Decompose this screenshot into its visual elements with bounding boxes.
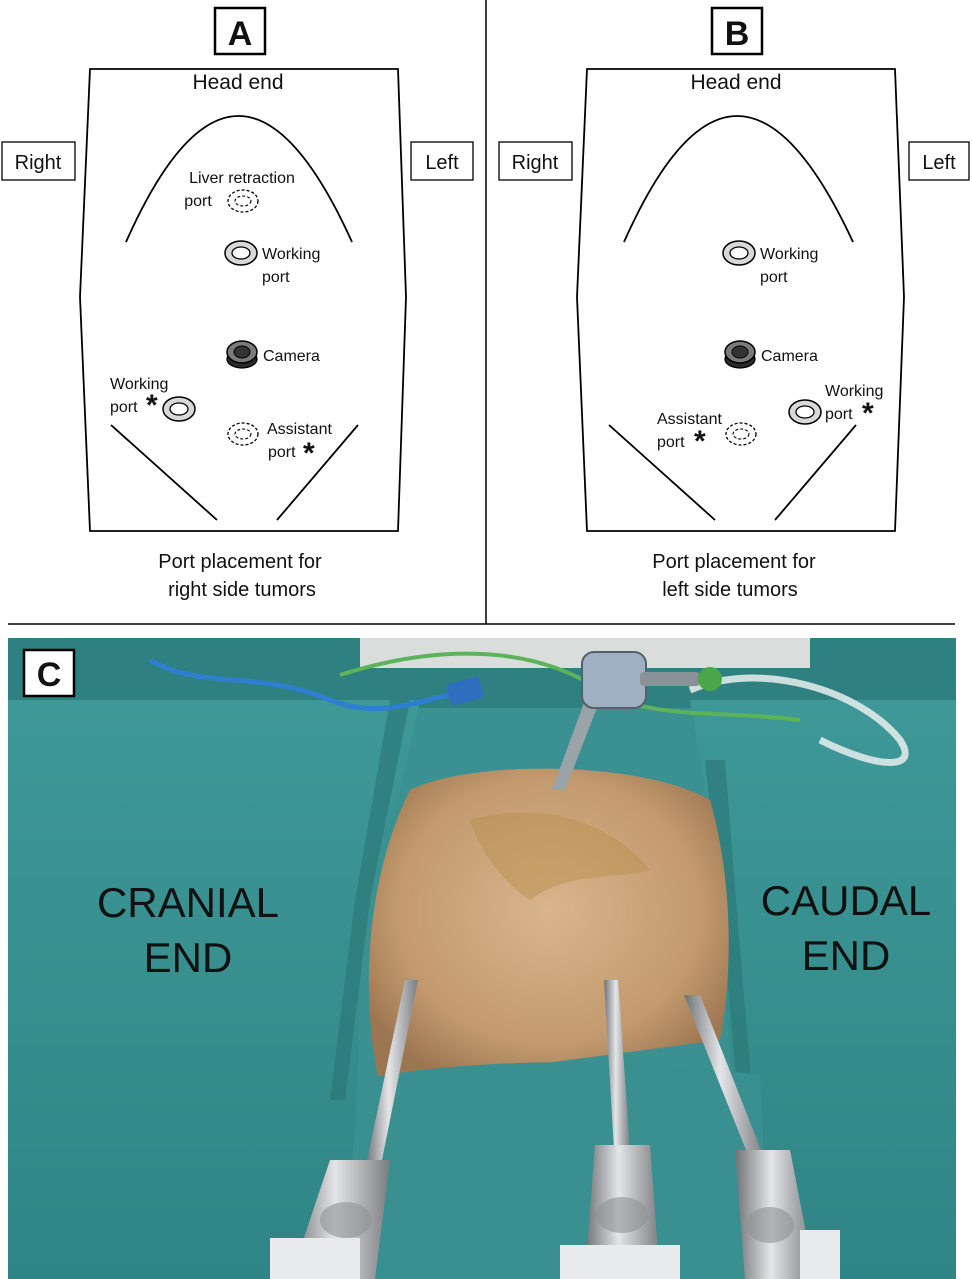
panel-a-liver-label-1: Liver retraction	[189, 170, 295, 187]
panel-a-assistant-label-1: Assistant	[267, 421, 332, 438]
blue-cable	[148, 657, 471, 712]
clear-tubing	[688, 674, 909, 766]
panel-b-working-top-label-1: Working	[760, 246, 818, 263]
panel-b-caption-1: Port placement for	[652, 551, 816, 573]
panel-b-working-port-top-icon	[722, 240, 756, 266]
cranial-label-2: END	[144, 934, 233, 981]
panel-a-working-low-label-2: port	[110, 399, 138, 416]
panel-a-working-port-low-icon	[162, 396, 196, 422]
panel-a-assistant-port-icon	[227, 422, 259, 446]
panel-b-inguinal-line-right	[608, 424, 716, 521]
panel-a-liver-port-icon	[227, 189, 259, 213]
top-port-valve	[640, 672, 700, 686]
panel-b-left-label: Left	[922, 152, 956, 174]
panel-b-caption-2: left side tumors	[662, 579, 798, 601]
panel-b-working-low-label-1: Working	[825, 383, 883, 400]
trocar-2	[560, 980, 680, 1279]
panel-a-inguinal-line-right	[110, 424, 218, 521]
panel-b-inguinal-line-left	[774, 424, 857, 521]
panel-a-costal-margin	[125, 115, 353, 243]
panel-b-assistant-label-2: port	[657, 434, 685, 451]
panel-a-body-outline	[79, 68, 407, 532]
panel-a-working-low-label-1: Working	[110, 376, 168, 393]
panel-a-letter-box	[213, 6, 267, 56]
top-port-shaft	[552, 700, 600, 790]
trocar-1	[270, 980, 418, 1279]
panel-b-working-low-label-2: port	[825, 406, 853, 423]
panel-b-letter-box	[710, 6, 764, 56]
left-drape	[8, 700, 420, 1279]
panel-a-letter: A	[228, 15, 253, 53]
panel-b-body-outline	[576, 68, 905, 532]
panel-a-right-label: Right	[15, 152, 62, 174]
lower-drape	[340, 1062, 770, 1279]
left-drape-fold	[330, 700, 410, 1100]
panel-c-photo: C CRANIAL END CAUDAL END	[8, 638, 956, 1279]
panel-b-costal-margin	[623, 115, 854, 243]
panel-b-camera-label: Camera	[761, 348, 818, 365]
panel-b-assistant-label-1: Assistant	[657, 411, 722, 428]
panel-a-working-low-star: *	[146, 389, 158, 422]
iodine-stain	[470, 812, 650, 900]
panel-a-camera-port-icon	[226, 340, 258, 369]
panel-a-caption-2: right side tumors	[168, 579, 316, 601]
panel-a-assistant-star: *	[303, 437, 315, 470]
cranial-label-1: CRANIAL	[97, 879, 279, 926]
panel-b-camera-port-icon	[724, 340, 756, 369]
top-port-green-cap	[698, 667, 722, 691]
panel-a-left-box	[410, 141, 474, 181]
panel-b-working-port-low-icon	[788, 399, 822, 425]
panel-a-left-label: Left	[425, 152, 459, 174]
panel-a-caption-1: Port placement for	[158, 551, 322, 573]
panel-a-assistant-label-2: port	[268, 444, 296, 461]
panel-c-letter: C	[37, 656, 62, 694]
panel-b-assistant-star: *	[694, 425, 706, 458]
caudal-label-1: CAUDAL	[761, 877, 931, 924]
panel-b-right-box	[498, 141, 573, 181]
exposed-abdomen	[368, 768, 729, 1085]
panel-a-working-top-label-2: port	[262, 269, 290, 286]
panel-a-working-port-top-icon	[224, 240, 258, 266]
panel-c-letter-box	[22, 648, 76, 698]
panel-a-camera-label: Camera	[263, 348, 320, 365]
panel-b-assistant-port-icon	[725, 422, 757, 446]
panel-a-head-label: Head end	[192, 71, 283, 94]
panel-b-right-label: Right	[512, 152, 559, 174]
blue-connector	[446, 676, 484, 706]
panel-a-liver-label-2: port	[184, 193, 212, 210]
panel-a-right-box	[1, 141, 76, 181]
panel-b-letter: B	[725, 15, 750, 53]
panel-b-working-low-star: *	[862, 397, 874, 430]
panel-b-working-top-label-2: port	[760, 269, 788, 286]
panel-a-working-top-label-1: Working	[262, 246, 320, 263]
panel-b-left-box	[908, 141, 970, 181]
trocar-3	[684, 995, 840, 1279]
panel-b-head-label: Head end	[690, 71, 781, 94]
panel-a-inguinal-line-left	[276, 424, 359, 521]
panel-b: B Head end Right Left Working port Camer…	[498, 6, 970, 601]
top-port-head	[581, 651, 647, 709]
panel-a: A Head end Right Left Liver retraction p…	[1, 6, 474, 601]
caudal-label-2: END	[802, 932, 891, 979]
